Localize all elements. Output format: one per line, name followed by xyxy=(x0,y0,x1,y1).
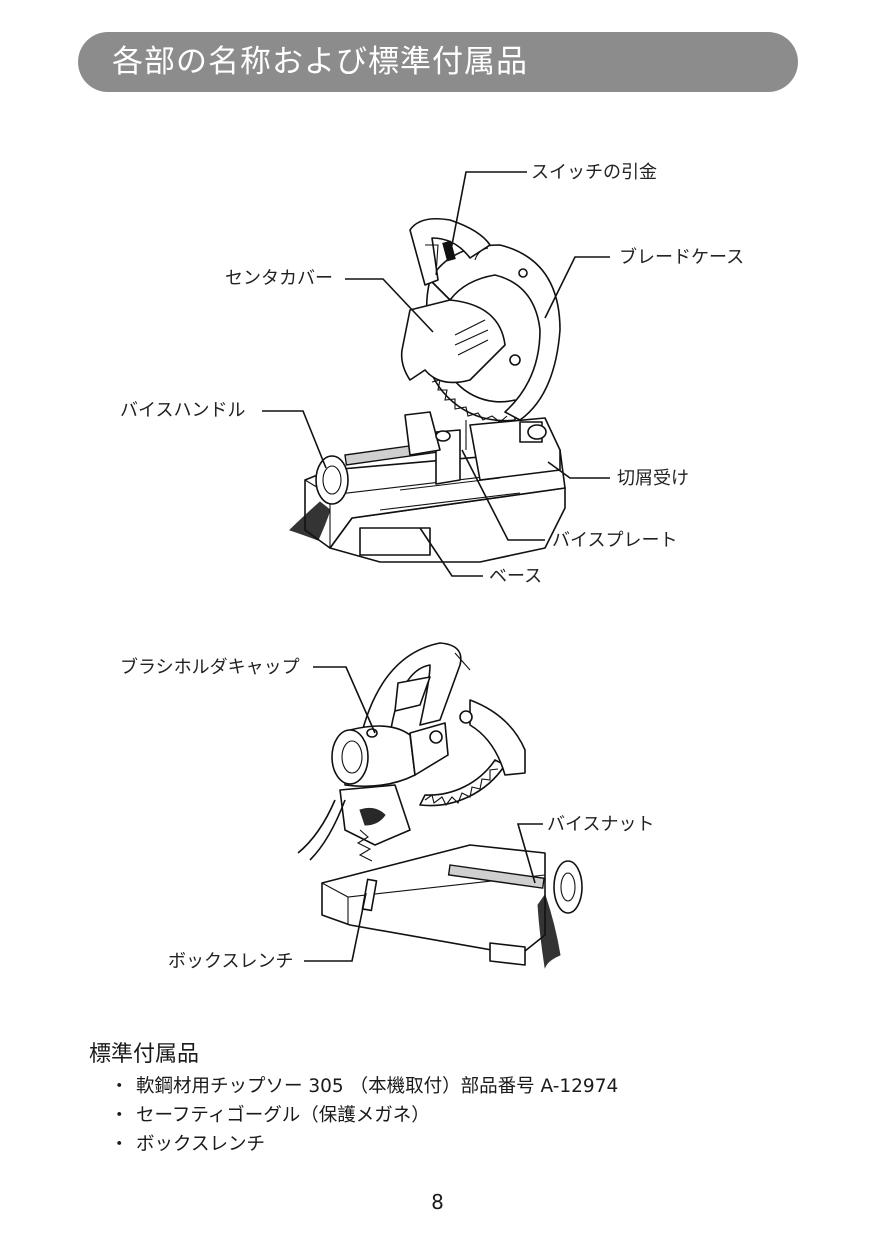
label-vise-nut: バイスナット xyxy=(547,814,654,835)
bullet: ・ xyxy=(110,1134,129,1155)
label-switch-trigger: スイッチの引金 xyxy=(531,162,657,183)
label-vise-handle: バイスハンドル xyxy=(120,400,245,421)
figure-rear-view: ブラシホルダキャップ バイスナット ボックスレンチ xyxy=(120,642,654,972)
chip-receiver-drawing xyxy=(469,417,561,481)
center-cover-drawing xyxy=(400,299,506,384)
figure-front-view: スイッチの引金 ブレードケース センタカバー バイスハンドル 切屑受け バイスプ… xyxy=(120,162,744,587)
list-item: ・ボックスレンチ xyxy=(110,1130,618,1159)
label-box-wrench: ボックスレンチ xyxy=(168,951,293,972)
motor-drawing xyxy=(331,710,473,788)
bullet: ・ xyxy=(110,1076,129,1097)
label-brush-holder-cap: ブラシホルダキャップ xyxy=(120,656,300,678)
label-blade-case: ブレードケース xyxy=(619,246,744,268)
accessories-title: 標準付属品 xyxy=(89,1042,200,1067)
label-base: ベース xyxy=(489,566,542,587)
vise-assembly xyxy=(447,860,583,969)
accessory-box-wrench: ボックスレンチ xyxy=(136,1134,265,1155)
vise-handle-drawing xyxy=(289,455,349,541)
page-number: 8 xyxy=(431,1190,444,1214)
spring-drawing xyxy=(339,784,411,862)
handle-drawing xyxy=(359,642,471,741)
blade-drawing xyxy=(419,699,526,807)
label-chip-receiver: 切屑受け xyxy=(617,468,689,489)
list-item: ・軟鋼材用チップソー 305 （本機取付）部品番号 A-12974 xyxy=(110,1072,618,1101)
accessory-goggles: セーフティゴーグル（保護メガネ） xyxy=(136,1105,430,1126)
accessory-tipsaw: 軟鋼材用チップソー 305 （本機取付）部品番号 A-12974 xyxy=(136,1076,619,1097)
bullet: ・ xyxy=(110,1105,129,1126)
vise-assembly xyxy=(344,411,461,485)
label-vise-plate: バイスプレート xyxy=(552,530,677,551)
list-item: ・セーフティゴーグル（保護メガネ） xyxy=(110,1101,618,1130)
label-center-cover: センタカバー xyxy=(225,268,333,289)
page-title: 各部の名称および標準付属品 xyxy=(112,44,528,80)
accessories-list: ・軟鋼材用チップソー 305 （本機取付）部品番号 A-12974 ・セーフティ… xyxy=(110,1072,618,1159)
section-header: 各部の名称および標準付属品 xyxy=(78,32,798,92)
handle-drawing xyxy=(409,217,491,286)
